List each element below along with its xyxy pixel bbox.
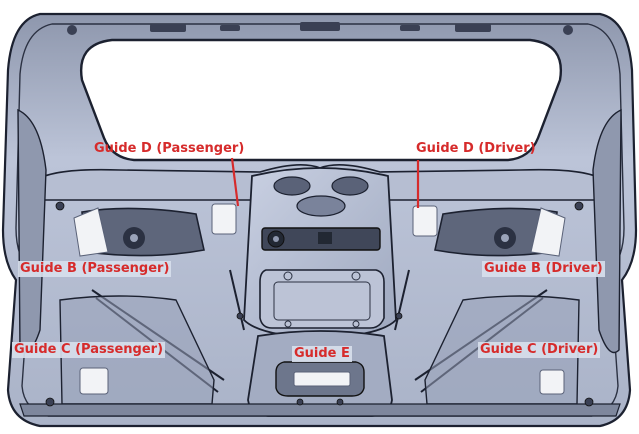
bolt-holes: [45, 201, 594, 407]
left-cutout: [81, 207, 205, 257]
guide-c-passenger-block: [79, 367, 109, 395]
guide-d-driver-block: [412, 205, 438, 237]
guide-blocks: [73, 203, 566, 395]
right-cutout: [434, 207, 558, 257]
window-opening: [79, 38, 563, 162]
label-guide-d-driver: Guide D (Driver): [416, 141, 536, 156]
guide-c-driver-block: [539, 369, 565, 395]
center-pocket: [259, 269, 385, 329]
label-guide-b-driver: Guide B (Driver): [482, 261, 605, 277]
label-guide-b-passenger: Guide B (Passenger): [18, 261, 172, 277]
label-guide-c-driver: Guide C (Driver): [478, 342, 601, 358]
guide-b-driver-block: [530, 207, 566, 257]
right-pillar: [592, 108, 622, 354]
leader-lines: [230, 157, 420, 208]
leader-guide-d-passenger: [230, 157, 240, 207]
guide-b-passenger-block: [73, 207, 109, 257]
guide-d-passenger-block: [211, 203, 237, 235]
label-guide-c-passenger: Guide C (Passenger): [12, 342, 166, 358]
column-bumps: [273, 176, 369, 217]
label-guide-d-passenger: Guide D (Passenger): [94, 141, 245, 156]
lower-trim: [19, 403, 621, 417]
center-pocket-details: [273, 271, 371, 328]
guide-e-block: [293, 371, 351, 387]
latch-bar: [261, 227, 381, 251]
label-guide-e: Guide E: [292, 346, 352, 362]
top-strip-details: [67, 22, 573, 35]
